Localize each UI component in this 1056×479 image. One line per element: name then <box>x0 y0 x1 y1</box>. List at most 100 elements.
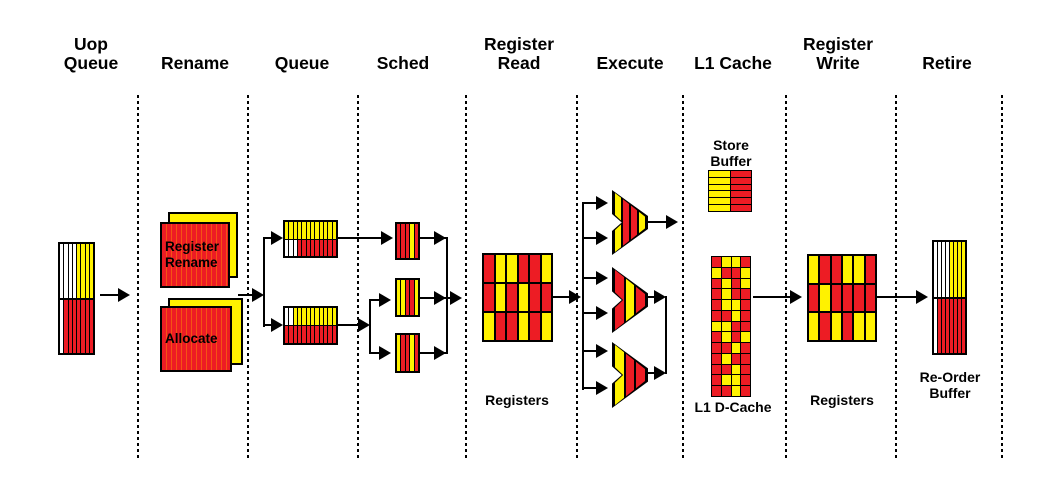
cell <box>731 364 741 375</box>
cell <box>842 256 853 283</box>
stage-divider <box>1001 95 1003 459</box>
cell <box>518 313 528 340</box>
stage-divider <box>895 95 897 459</box>
cell <box>541 313 551 340</box>
cell <box>507 313 517 340</box>
stripe <box>293 326 297 343</box>
stripe <box>410 335 414 371</box>
cell <box>854 256 864 283</box>
stripe <box>414 335 418 371</box>
cell <box>495 255 505 282</box>
arrow-line <box>753 296 791 298</box>
cell <box>712 332 721 343</box>
alu-unit-1 <box>612 190 648 255</box>
stage-divider <box>576 95 578 459</box>
stripe <box>60 244 64 298</box>
stripe <box>285 308 289 325</box>
arrowhead <box>596 271 608 285</box>
stripe <box>319 222 323 239</box>
store-buffer-grid <box>708 170 752 212</box>
cell <box>731 278 741 289</box>
stripe <box>328 308 332 325</box>
stripe <box>615 193 621 252</box>
arrowhead <box>381 231 393 245</box>
stripe <box>297 222 302 239</box>
alu-stripes <box>615 193 645 252</box>
cell <box>712 364 721 375</box>
stripe <box>942 298 945 353</box>
cell <box>712 321 721 332</box>
cell <box>484 255 494 282</box>
cell <box>721 267 731 278</box>
connector-line <box>446 237 448 354</box>
cell <box>712 353 721 364</box>
arrowhead <box>596 381 608 395</box>
stripe <box>319 308 323 325</box>
arrowhead <box>434 231 446 245</box>
stripe <box>414 280 418 315</box>
cell <box>731 386 741 396</box>
reorder-buffer-block <box>932 240 967 355</box>
stripe <box>293 308 297 325</box>
scheduler-block-2 <box>395 278 420 317</box>
cell <box>530 255 540 282</box>
cell <box>731 289 741 300</box>
arrow-line <box>582 202 597 204</box>
cell <box>507 284 517 311</box>
cell <box>721 278 731 289</box>
cell <box>865 284 875 312</box>
cell <box>741 267 750 278</box>
stage-divider <box>785 95 787 459</box>
stripe <box>293 222 297 239</box>
stripe <box>306 308 310 325</box>
reorder-buffer-top-half <box>934 242 965 297</box>
cell <box>731 343 741 353</box>
cell <box>507 255 517 282</box>
connector-line <box>263 237 265 327</box>
arrow-line <box>420 237 447 239</box>
stripe <box>639 193 645 252</box>
stripe <box>332 326 336 343</box>
stage-label-queue: Queue <box>274 53 330 74</box>
cell <box>712 375 721 386</box>
reorder-buffer-bottom-half <box>934 298 965 353</box>
cell <box>731 257 741 267</box>
stage-label-register-write: Register Write <box>802 33 874 74</box>
arrow-line <box>648 296 656 298</box>
arrowhead <box>596 231 608 245</box>
stripe <box>85 299 89 353</box>
stripe <box>954 298 957 353</box>
cell <box>712 343 721 353</box>
cell <box>731 375 741 386</box>
cell <box>741 375 750 386</box>
allocate-label: Allocate <box>165 330 218 346</box>
cell <box>709 177 730 184</box>
stripe <box>328 222 332 239</box>
cell <box>712 257 721 267</box>
cell <box>709 198 730 205</box>
stripe <box>315 308 319 325</box>
stage-label-rename: Rename <box>160 53 230 74</box>
arrow-line <box>582 387 597 389</box>
stripe <box>323 326 328 343</box>
queue-bottom-row2 <box>285 326 336 343</box>
l1-dcache-grid <box>711 256 751 397</box>
arrow-line <box>446 297 451 299</box>
cell <box>730 191 751 198</box>
cell <box>721 257 731 267</box>
cell <box>709 184 730 191</box>
arrow-line <box>420 352 447 354</box>
arrow-line <box>263 324 272 326</box>
arrowhead <box>434 346 446 360</box>
cell <box>541 255 551 282</box>
cell <box>842 313 853 340</box>
arrowhead <box>596 344 608 358</box>
stripe <box>950 242 953 297</box>
cell <box>741 321 750 332</box>
stripe <box>310 326 315 343</box>
arrowhead <box>379 293 391 307</box>
arrowhead <box>654 366 666 380</box>
cell <box>741 353 750 364</box>
arrowhead <box>666 215 678 229</box>
